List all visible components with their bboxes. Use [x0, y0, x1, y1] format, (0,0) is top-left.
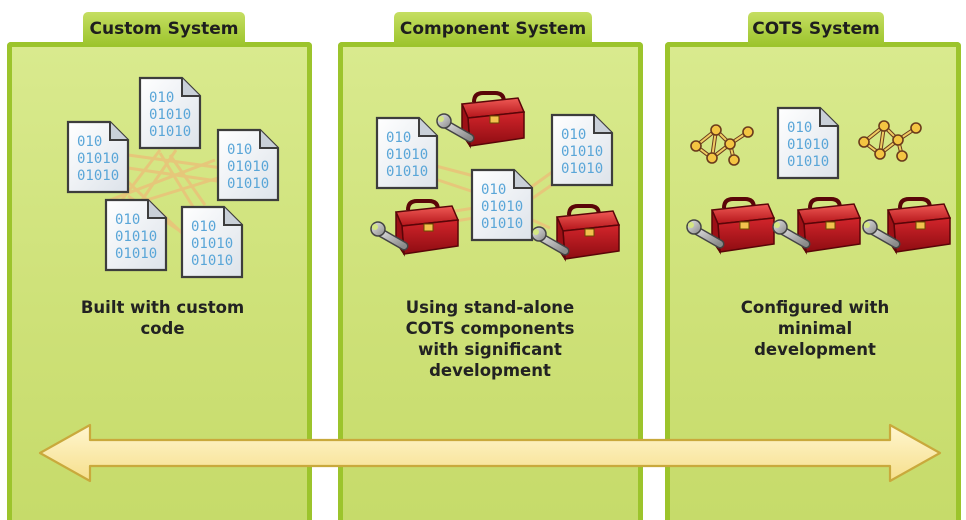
panel-title-custom-system: Custom System [83, 12, 245, 46]
doc-text: 01010 [149, 107, 191, 123]
doc-text: 01010 [481, 216, 523, 232]
doc-text: 01010 [227, 159, 269, 175]
doc-text: 010 [77, 134, 102, 150]
doc-text: 01010 [481, 199, 523, 215]
doc-text: 01010 [191, 253, 233, 269]
caption-line: code [140, 319, 185, 338]
caption-line: Using stand-alone [405, 298, 575, 317]
doc-text: 01010 [561, 161, 603, 177]
caption-line: with significant [418, 340, 562, 359]
doc-text: 010 [386, 130, 411, 146]
doc-text: 01010 [115, 246, 157, 262]
doc-text: 010 [115, 212, 140, 228]
doc-text: 01010 [787, 154, 829, 170]
doc-text: 010 [481, 182, 506, 198]
connector-lines-custom [104, 149, 225, 252]
caption-line: Configured with [740, 298, 890, 317]
doc-text: 01010 [77, 168, 119, 184]
toolbox-wrench-icon [687, 199, 774, 252]
toolbox-wrench-icon [863, 199, 950, 252]
caption-line: minimal [777, 319, 853, 338]
caption-cots-system: Configured with minimal development [720, 297, 910, 360]
doc-text: 01010 [115, 229, 157, 245]
caption-custom-system: Built with custom code [60, 297, 265, 339]
panel-title-component-system: Component System [394, 12, 592, 46]
double-headed-arrow [38, 423, 942, 483]
doc-text: 01010 [386, 164, 428, 180]
doc-text: 01010 [386, 147, 428, 163]
doc-text: 010 [191, 219, 216, 235]
caption-line: COTS components [405, 319, 575, 338]
doc-text: 01010 [149, 124, 191, 140]
doc-text: 01010 [787, 137, 829, 153]
doc-text: 01010 [227, 176, 269, 192]
toolbox-wrench-icon [532, 206, 619, 259]
caption-line: development [429, 361, 551, 380]
caption-line: development [754, 340, 876, 359]
doc-text: 01010 [561, 144, 603, 160]
network-node-icon [857, 119, 923, 163]
doc-text: 01010 [77, 151, 119, 167]
toolbox-wrench-icon [773, 199, 860, 252]
caption-line: Built with custom [80, 298, 245, 317]
doc-text: 01010 [191, 236, 233, 252]
doc-text: 010 [561, 127, 586, 143]
caption-component-system: Using stand-alone COTS components with s… [390, 297, 590, 381]
doc-text: 010 [149, 90, 174, 106]
toolbox-wrench-icon [371, 201, 458, 254]
panel-title-cots-system: COTS System [748, 12, 884, 46]
network-node-icon [689, 123, 755, 167]
doc-text: 010 [787, 120, 812, 136]
toolbox-wrench-icon [437, 93, 524, 146]
doc-text: 010 [227, 142, 252, 158]
